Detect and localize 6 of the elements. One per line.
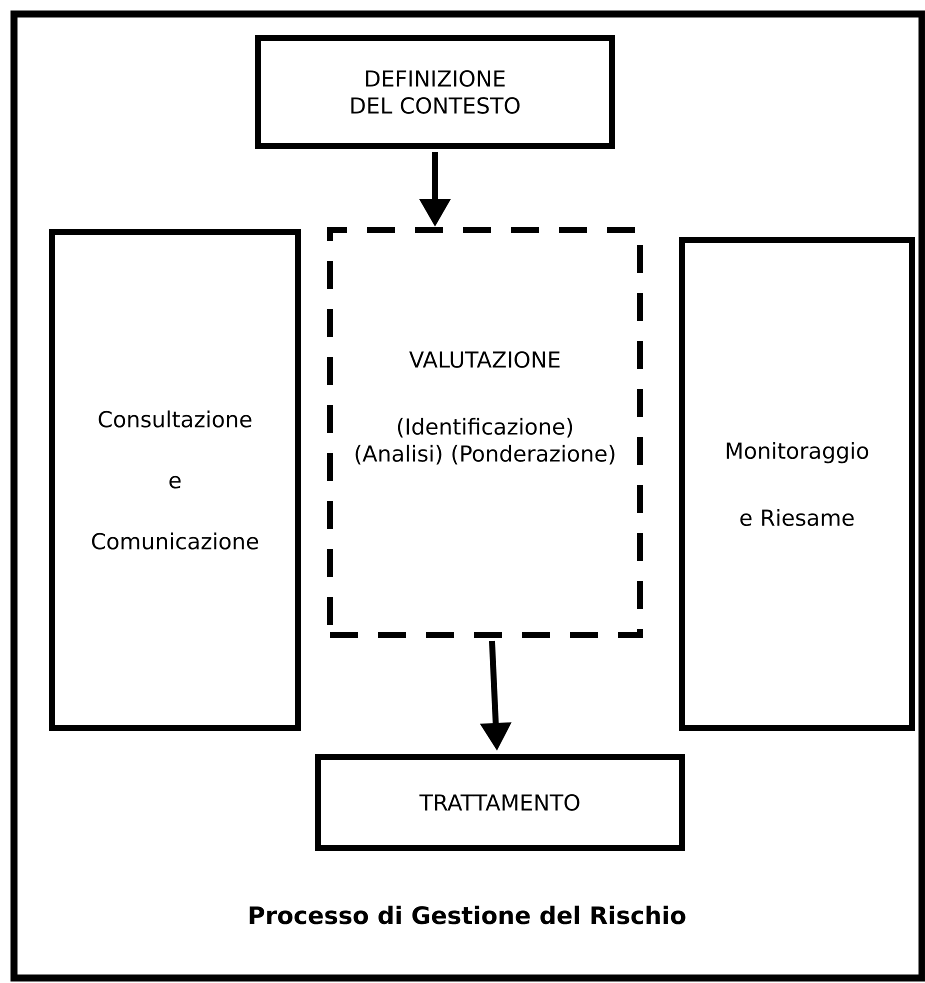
process-box: DEFINIZIONE DEL CONTESTO bbox=[255, 35, 615, 149]
side-box: Monitoraggio e Riesame bbox=[679, 237, 915, 731]
process-box: VALUTAZIONE (Identificazione) (Analisi) (Ponderazione) bbox=[327, 227, 643, 638]
process-box: TRATTAMENTO bbox=[315, 754, 685, 851]
side-box: Consultazione e Comunicazione bbox=[49, 229, 301, 731]
caption: Processo di Gestione del Rischio bbox=[250, 906, 686, 924]
